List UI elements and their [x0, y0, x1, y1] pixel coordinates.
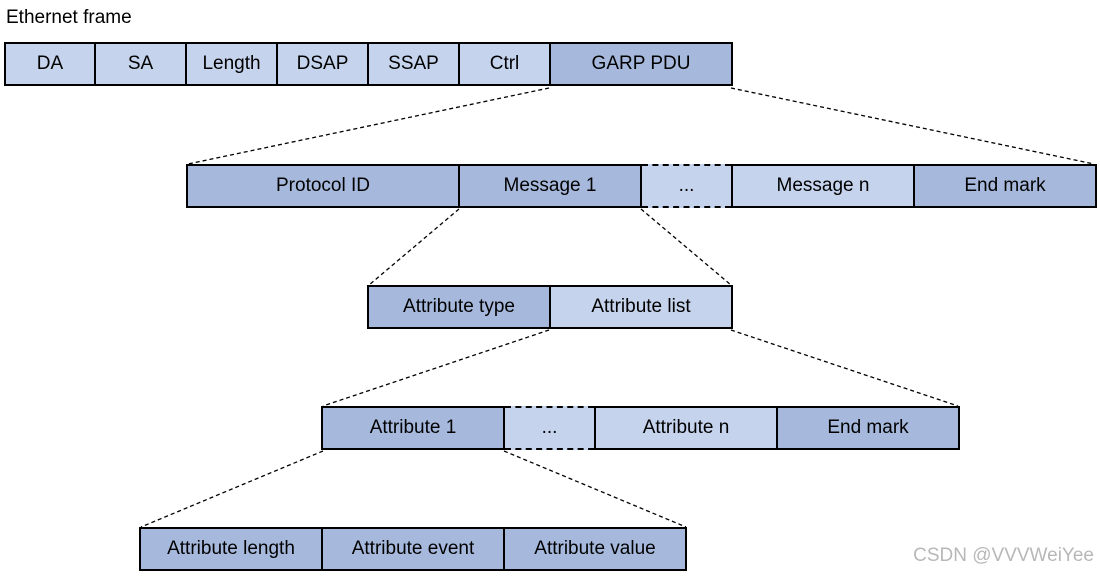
field-message-n: Message n: [731, 164, 915, 208]
expand-line-attrlist-left: [322, 329, 550, 407]
field-end-mark: End mark: [915, 164, 1097, 208]
field-attribute-n: Attribute n: [594, 406, 778, 450]
diagram-title: Ethernet frame: [6, 7, 132, 28]
field-da: DA: [4, 42, 96, 86]
field-attribute-length: Attribute length: [139, 527, 323, 571]
field-attribute-event: Attribute event: [323, 527, 505, 571]
expand-line-message-right: [640, 208, 732, 286]
field-protocol-id: Protocol ID: [186, 164, 460, 208]
attribute-list-row: Attribute 1 ... Attribute n End mark: [321, 406, 960, 450]
field-ctrl: Ctrl: [460, 42, 551, 86]
message-row: Attribute type Attribute list: [367, 285, 733, 329]
field-attribute-type: Attribute type: [367, 285, 551, 329]
field-attribute-list: Attribute list: [551, 285, 733, 329]
expand-line-garp-right: [730, 87, 1095, 165]
field-attribute-value: Attribute value: [505, 527, 687, 571]
ethernet-frame-row: DA SA Length DSAP SSAP Ctrl GARP PDU: [4, 42, 733, 86]
field-attribute-1: Attribute 1: [321, 406, 505, 450]
expand-line-attr-left: [140, 450, 324, 528]
expand-line-attr-right: [503, 450, 687, 528]
watermark: CSDN @VVVWeiYee: [913, 545, 1094, 566]
expand-line-garp-left: [187, 87, 550, 165]
field-sa: SA: [96, 42, 187, 86]
expand-line-attrlist-right: [730, 329, 959, 407]
field-message-1: Message 1: [460, 164, 642, 208]
garp-pdu-row: Protocol ID Message 1 ... Message n End …: [186, 164, 1097, 208]
expand-line-message-left: [368, 208, 460, 286]
field-message-ellipsis: ...: [642, 164, 731, 208]
field-garp-pdu: GARP PDU: [551, 42, 733, 86]
field-ssap: SSAP: [369, 42, 460, 86]
attribute-row: Attribute length Attribute event Attribu…: [139, 527, 687, 571]
field-attribute-end-mark: End mark: [778, 406, 960, 450]
field-dsap: DSAP: [278, 42, 369, 86]
field-attribute-ellipsis: ...: [505, 406, 594, 450]
field-length: Length: [187, 42, 278, 86]
